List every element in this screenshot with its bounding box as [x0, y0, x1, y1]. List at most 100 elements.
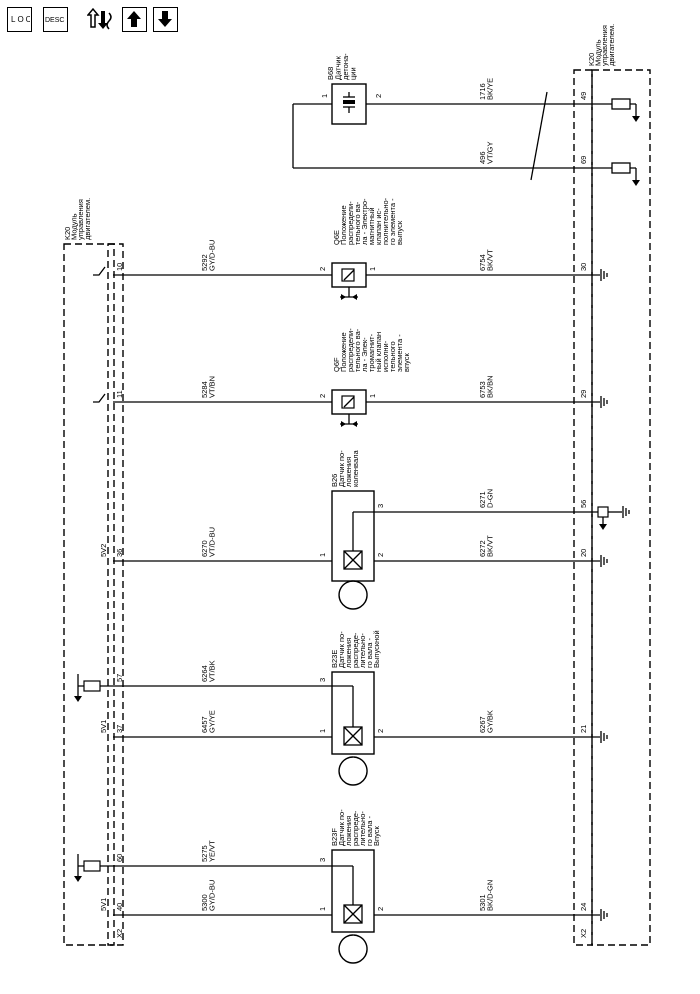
ground-icon: [600, 396, 608, 408]
label-line: Выпускной: [372, 630, 381, 668]
shield-slash: [530, 91, 548, 181]
pin-number: 2: [376, 907, 385, 911]
pin-number: 2: [318, 394, 327, 398]
label-line: ный клапан: [374, 332, 383, 372]
switch-icon: [93, 266, 106, 276]
label-line: распреде-: [351, 810, 360, 846]
resistor-icon: [611, 98, 631, 110]
pin-number: 2: [376, 729, 385, 733]
pin-number: 20: [579, 549, 588, 557]
label-line: BK/D-GN: [486, 880, 495, 911]
locator-view-button[interactable]: LOC: [7, 7, 32, 32]
label-line: VT/GY: [486, 141, 495, 164]
scroll-up-button[interactable]: [122, 7, 147, 32]
reluctor-wheel-icon: [338, 580, 368, 610]
label-line: тельного: [388, 341, 397, 372]
label-line: впуск: [402, 353, 411, 372]
pin-number: 1: [368, 394, 377, 398]
label-line: детона-: [341, 53, 350, 80]
label-line: 6457: [200, 716, 209, 733]
description-view-button[interactable]: DESC: [43, 7, 68, 32]
pin-number: 1: [318, 907, 327, 911]
arrow-down-icon: [599, 524, 607, 530]
pin-number: 2: [376, 553, 385, 557]
ground-icon: [600, 269, 608, 281]
label-line: GY/D-BU: [208, 880, 217, 911]
label-line: магнитный: [367, 207, 376, 245]
pin-number: 40: [115, 903, 124, 911]
arrow-icon: [352, 294, 357, 300]
label-line: 496: [478, 151, 487, 164]
pin-number: 69: [579, 156, 588, 164]
pin-number: 3: [318, 858, 327, 862]
arrow-icon: [352, 421, 357, 427]
label-line: тромагнит-: [367, 333, 376, 372]
pin-number: 24: [579, 903, 588, 911]
reference-voltage-label: 5V2: [99, 544, 108, 557]
label-line: VT/BK: [208, 660, 217, 682]
label-line: VT/D-BU: [208, 527, 217, 557]
label-line: K20: [63, 227, 72, 240]
label-line: 5284: [200, 381, 209, 398]
sensor-b23f: [331, 849, 375, 933]
label-line: го элемента -: [388, 198, 397, 245]
connector-view-button[interactable]: [87, 7, 117, 32]
pin-number: 29: [579, 390, 588, 398]
label-line: GY/YE: [208, 710, 217, 733]
label-line: Датчик по-: [337, 450, 346, 487]
label-line: ла - Элек-: [360, 337, 369, 372]
label-line: 6264: [200, 665, 209, 682]
pin-number: 56: [579, 500, 588, 508]
label-line: клапан ис-: [374, 208, 383, 245]
hall-diag: [343, 904, 363, 924]
label-line: Q6F: [332, 357, 341, 372]
pin-number: 36: [115, 549, 124, 557]
label-line: 5275: [200, 845, 209, 862]
pin-number: 2: [318, 267, 327, 271]
knock-sensor-icon: [343, 100, 355, 104]
label-line: BK/VT: [486, 249, 495, 271]
label-line: Впуск: [372, 826, 381, 846]
locator-icon: LOC: [11, 15, 30, 24]
solenoid-icon: [341, 395, 355, 409]
label-line: BK/VT: [486, 535, 495, 557]
module-k20-left-connector: [107, 243, 124, 946]
label-line: YE/VT: [208, 840, 217, 862]
label-line: управления: [76, 199, 85, 240]
hall-diag: [343, 726, 363, 746]
pin-number: 1: [368, 267, 377, 271]
label-line: Датчик по-: [337, 809, 346, 846]
label-line: ции: [349, 67, 358, 80]
description-icon: DESC: [45, 17, 64, 24]
label-line: тельного ва-: [353, 328, 362, 372]
label-line: Q6E: [332, 230, 341, 245]
label-line: двигателем.: [607, 24, 616, 66]
label-line: GY/BK: [486, 710, 495, 733]
label-line: ла - Электро-: [360, 198, 369, 245]
arrow-up-icon: [127, 11, 141, 27]
reference-voltage-label: 5V1: [99, 720, 108, 733]
label-line: Положение: [339, 332, 348, 372]
label-line: 5292: [200, 254, 209, 271]
label-line: полнительно-: [381, 197, 390, 245]
scroll-down-button[interactable]: [153, 7, 178, 32]
label-line: Положение: [339, 205, 348, 245]
arrow-down-icon: [632, 116, 640, 122]
label-line: Модуль: [70, 213, 79, 240]
pin-number: 60: [115, 854, 124, 862]
svg-text:LOC: LOC: [11, 15, 30, 24]
reluctor-wheel-icon: [338, 934, 368, 964]
